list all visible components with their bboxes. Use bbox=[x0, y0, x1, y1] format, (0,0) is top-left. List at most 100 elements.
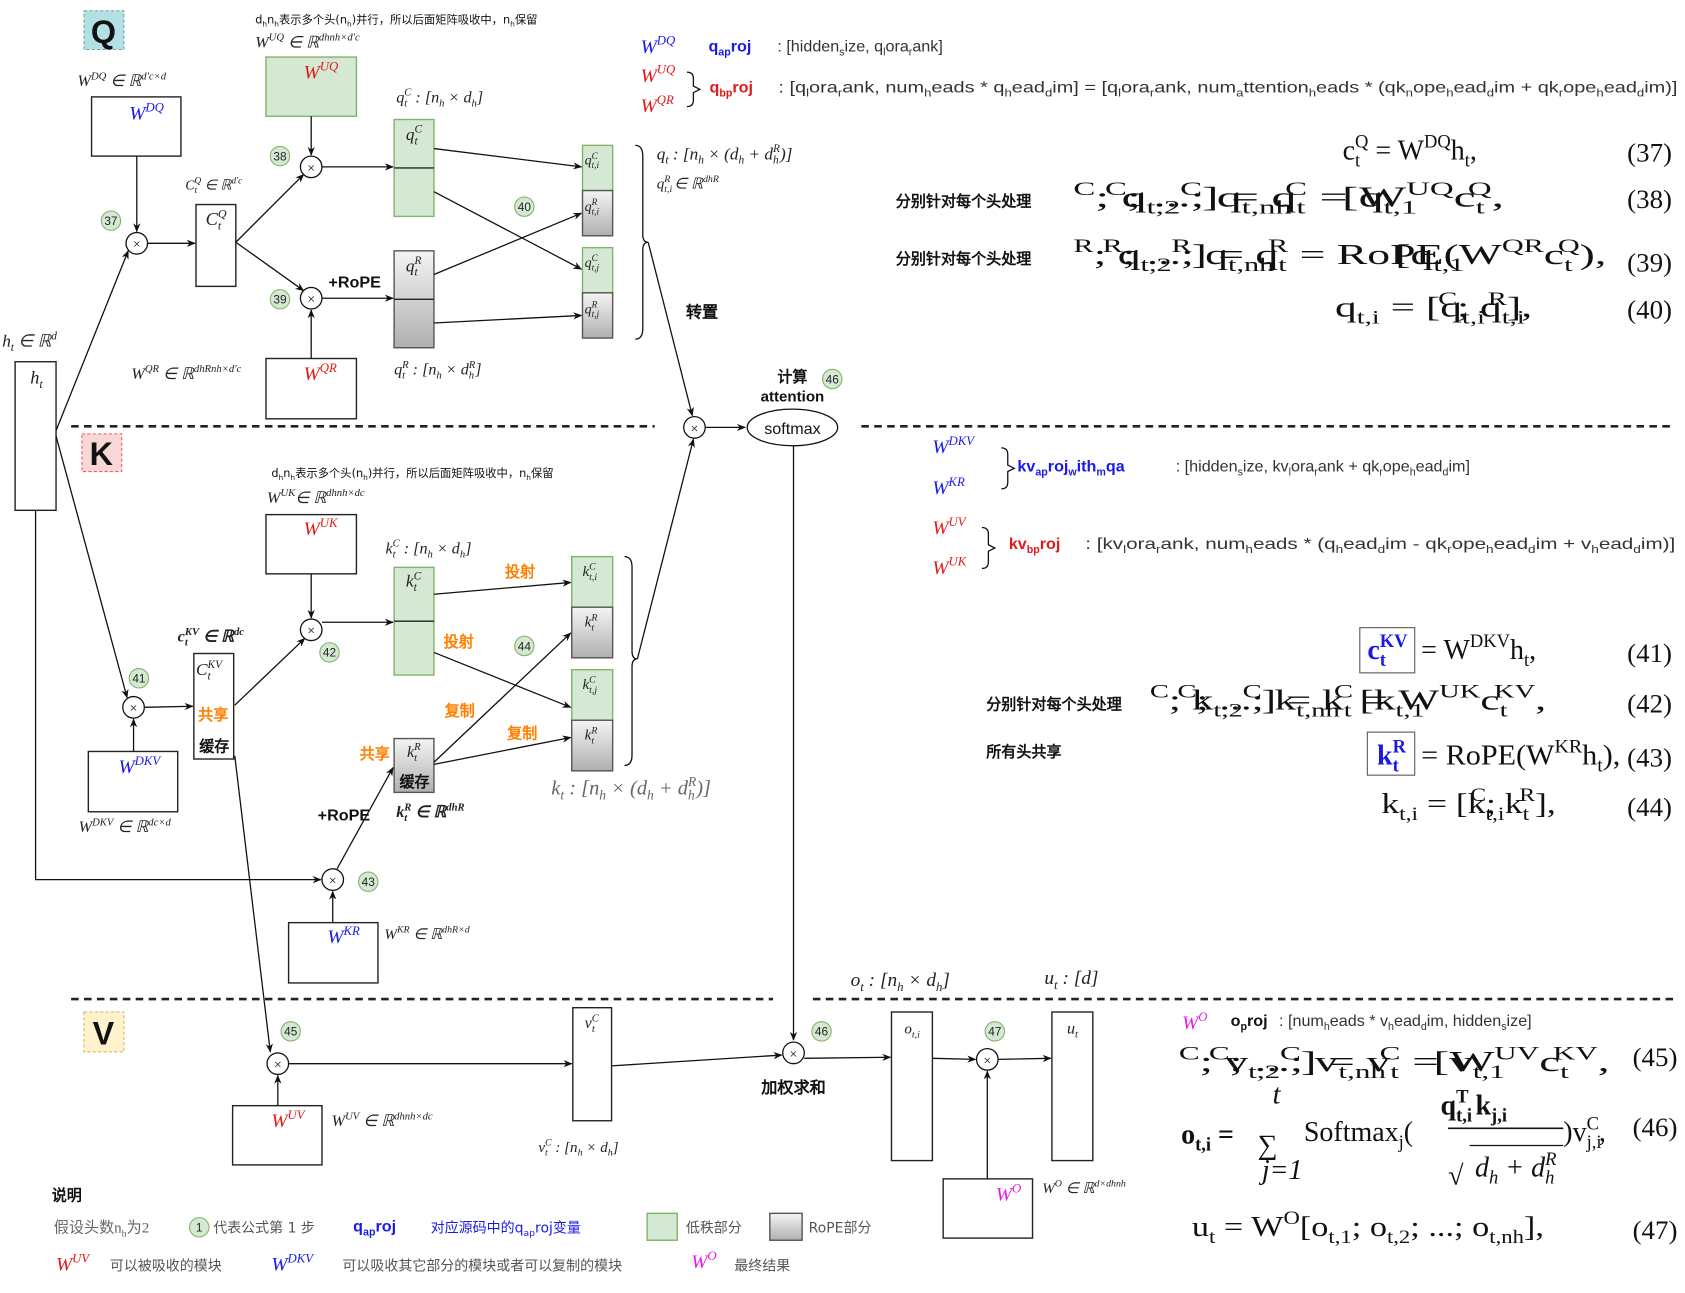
arrow bbox=[55, 250, 129, 431]
ckv-box bbox=[193, 652, 235, 760]
softmax-node bbox=[746, 408, 839, 447]
k-label: K bbox=[90, 436, 114, 472]
arrow bbox=[433, 579, 572, 595]
step-badge-number: 40 bbox=[518, 200, 532, 214]
boxed-term bbox=[1359, 627, 1416, 674]
multiply-icon: × bbox=[307, 161, 315, 176]
ckv-dim-label: ctKV ∈ ℝdc bbox=[178, 627, 245, 649]
qr-dim-label: qtR : [nh × dhR] bbox=[394, 360, 481, 382]
step-badge bbox=[822, 368, 843, 390]
q-rope-label: +RoPE bbox=[328, 273, 381, 291]
equation-number: (41) bbox=[1627, 638, 1672, 668]
eq46-tail: )vj,iC, bbox=[1563, 1114, 1606, 1153]
u-box-label: ut bbox=[1067, 1021, 1079, 1041]
fraction-denominator: dh + dhR bbox=[1475, 1150, 1556, 1189]
brace bbox=[981, 526, 997, 570]
equation-note: 分别针对每个头处理 bbox=[986, 695, 1122, 713]
k-head-i-r-box bbox=[571, 606, 614, 659]
q-head-j-r-label: qt,jR bbox=[585, 300, 600, 319]
arrow bbox=[34, 510, 322, 884]
k-section: K dhnh表示多个头(nh)并行，所以后面矩阵吸收中，nh保留 WUK∈ ℝd… bbox=[34, 433, 711, 1053]
kv-a-weight-dkv: WDKV bbox=[932, 434, 976, 458]
arrow bbox=[433, 191, 583, 270]
step-badge-number: 44 bbox=[518, 639, 532, 653]
q-b-weight-qr: WQR bbox=[641, 93, 674, 117]
k-rope-label: +RoPE bbox=[318, 806, 371, 824]
k-label-box bbox=[81, 433, 123, 473]
multiply-icon bbox=[782, 1041, 805, 1065]
step-badge-number: 46 bbox=[826, 372, 840, 386]
step-badge-number: 38 bbox=[273, 149, 287, 163]
legend-title: 说明 bbox=[52, 1186, 82, 1204]
multiply-icon bbox=[975, 1047, 999, 1071]
equation-number: (42) bbox=[1627, 689, 1672, 719]
step-badge-number: 42 bbox=[323, 646, 336, 660]
arrow bbox=[804, 1053, 892, 1061]
equation-number: (47) bbox=[1633, 1215, 1678, 1245]
h-box-label: ht bbox=[30, 367, 43, 391]
v-label: V bbox=[93, 1015, 115, 1051]
equation-number: (37) bbox=[1627, 137, 1672, 167]
kt-dim-label: kt : [nh × (dh + dhR)] bbox=[551, 774, 711, 803]
arrow bbox=[234, 755, 273, 1053]
v-label-box bbox=[83, 1011, 125, 1053]
equation-number: (45) bbox=[1633, 1042, 1678, 1072]
legend-code-text: 对应源码中的qaproj变量 bbox=[431, 1220, 581, 1239]
equation-41: = WDKVht, bbox=[1421, 632, 1536, 671]
attention-label: attention bbox=[761, 389, 825, 406]
k-head-i-r-label: ktR bbox=[585, 612, 598, 633]
k-head-j-c-label: kt,jC bbox=[583, 675, 598, 696]
kr-cache-label: 缓存 bbox=[399, 773, 429, 791]
wuk-dim-label: WUK∈ ℝdhnh×dc bbox=[267, 488, 365, 507]
arrow bbox=[998, 1054, 1052, 1063]
arrow bbox=[433, 312, 583, 324]
q-a-proj-name: qaproj bbox=[708, 38, 751, 59]
multiply-icon bbox=[299, 155, 323, 179]
wo-dim-label: WO ∈ ℝd×dhnh bbox=[1042, 1179, 1126, 1197]
arrow bbox=[611, 1051, 783, 1067]
wuk-box-label: WUK bbox=[304, 516, 339, 540]
wdq-box-label: WDQ bbox=[129, 100, 164, 124]
multiply-icon bbox=[122, 695, 145, 719]
wuk-box bbox=[265, 513, 358, 575]
wdq-dim-label: WDQ ∈ ℝd'c×d bbox=[78, 71, 167, 90]
softmax-label: softmax bbox=[764, 420, 820, 438]
q-head-i-c-box bbox=[581, 144, 614, 192]
q-head-j-r-box bbox=[581, 292, 614, 339]
q-head-i-r-label: qt,iR bbox=[585, 198, 600, 217]
wuv-box-label: WUV bbox=[271, 1108, 306, 1132]
ckv-shared-label: 共享 bbox=[198, 706, 228, 724]
q-head-i-r-box bbox=[581, 189, 614, 237]
wuq-box-label: WUQ bbox=[304, 59, 339, 83]
wqr-box bbox=[265, 357, 358, 420]
brace bbox=[686, 71, 702, 108]
step-badge-number: 37 bbox=[104, 214, 117, 228]
legend-rope-swatch bbox=[769, 1212, 803, 1241]
k-head-note: dhnh表示多个头(nh)并行，所以后面矩阵吸收中，nh保留 bbox=[271, 466, 553, 482]
q-label: Q bbox=[91, 14, 116, 50]
legend-absorber-w: WDKV bbox=[271, 1251, 315, 1275]
ckv-cache-label: 缓存 bbox=[199, 737, 229, 755]
k-head-i-c-label: kt,iC bbox=[583, 562, 598, 583]
weighted-sum-label: 加权求和 bbox=[760, 1078, 826, 1097]
q-section: Q ht ∈ ℝd ht WDQ ∈ ℝd'c×d WDQ CtQ ∈ ℝd'c… bbox=[2, 10, 792, 512]
o-weight: WO bbox=[1182, 1010, 1207, 1034]
sqrt-symbol: √ bbox=[1448, 1160, 1464, 1191]
k-head-j-r-box bbox=[571, 719, 614, 772]
equation-number: (39) bbox=[1627, 247, 1672, 277]
sum-upper: t bbox=[1273, 1080, 1282, 1111]
boxed-kr: ktR bbox=[1377, 738, 1407, 777]
equation-number: (44) bbox=[1627, 792, 1672, 822]
multiply-icon bbox=[321, 868, 345, 891]
qc-dim-label: qtC : [nh × dh] bbox=[396, 87, 483, 109]
multiply-icon: × bbox=[307, 293, 315, 308]
arrow bbox=[55, 435, 129, 699]
k-heads-brace bbox=[624, 555, 638, 767]
